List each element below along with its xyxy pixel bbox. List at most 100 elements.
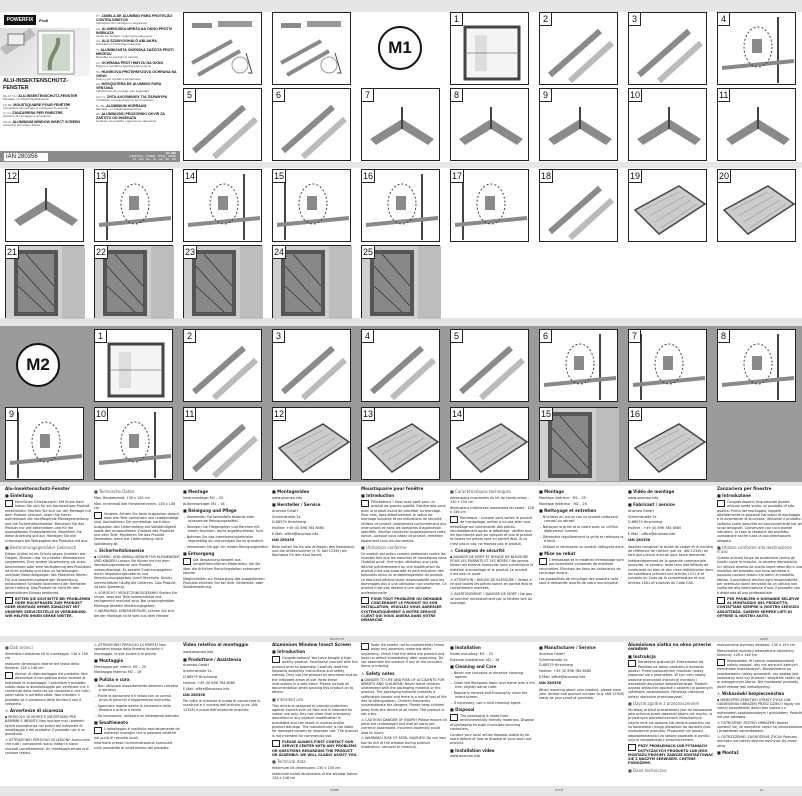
paragraph-text: massime dimensioni interne del telaio de…	[5, 661, 80, 671]
paragraph-text: Montaggio esterno: M2 – 16	[94, 670, 142, 675]
paragraph: Außenmontage: M2 – 16	[183, 502, 269, 506]
step-number: 16	[629, 408, 643, 421]
section-heading: ■ Einleitung	[5, 494, 91, 498]
step-illustration	[548, 185, 615, 241]
paragraph-text: Innenmontage: M1 – 25	[183, 495, 224, 500]
paragraph-text: ▪ LEBENS- UND UNFALLGEFAHR FÜR KLEINKIND…	[94, 554, 180, 589]
page-seam	[0, 162, 802, 168]
bold-notice-text: POUR TOUT PROBLÈME OU DEMANDE CONCERNANT…	[361, 596, 443, 623]
product-image	[0, 28, 90, 76]
step-number: 9	[6, 408, 18, 421]
paragraph-text: Niniejszy artykuł przewidziany jest do s…	[628, 707, 713, 742]
paragraph: E-Mail : office@anomeo.info	[628, 532, 714, 536]
section-heading: ■ Montagevideo	[272, 489, 358, 494]
step-illustration	[459, 345, 526, 401]
paragraph: www.anomeo.info	[450, 754, 536, 758]
paragraph-text: The packaging is made from environmental…	[450, 714, 535, 731]
step-panel: 7	[628, 329, 707, 402]
cover-panel: POWERFIX Profi ALU-INSEKTENSCHUTZ-FENSTE…	[0, 12, 180, 162]
paragraph-text: L'imballaggio è costituito esclusivament…	[94, 726, 180, 740]
paragraph-text: Schelmstraße 2x	[539, 657, 568, 662]
step-panel: 19	[628, 169, 707, 242]
section-heading-text: ■ Introduzione	[717, 493, 751, 499]
step-panel: 13	[94, 169, 173, 242]
section-heading-text: ■ Introduction	[361, 493, 395, 499]
country-codes: ES	[96, 82, 101, 87]
window-screen-illustration	[0, 28, 75, 75]
paragraph-text: ⚠ ATTENZIONE! PERICOLO DI LESIONI! Assic…	[5, 738, 91, 756]
paragraph-text: maximum inside dimensions of the window …	[272, 771, 358, 781]
list-item: – Verwenden Sie ggf. ein mildes Reinigun…	[183, 545, 269, 549]
section-heading-text: ■ Reinigung und Pflege	[183, 507, 237, 513]
step-number: 24	[273, 246, 287, 259]
section-heading-text: ■ Instrukcja	[628, 653, 656, 659]
paragraph: Max. Innenmaß des Fensterrahmens: 126 x …	[94, 502, 180, 511]
column-title: Aluminium Window Insect Screen	[272, 642, 358, 647]
language-subtitle: Szerelési és biztonsági tudnivalók	[96, 42, 142, 47]
country-codes: GR CY	[96, 94, 106, 99]
paragraph: Veuillez conserver le ticket de caisse e…	[628, 545, 714, 558]
column-title-text: Video relativo al montaggio	[183, 642, 249, 647]
step-illustration	[280, 21, 342, 77]
section-heading: ■ Montage	[183, 489, 269, 494]
step-illustration	[107, 342, 165, 398]
step-number: 5	[451, 330, 463, 343]
ga-languages: DE/AT/CH · FR/BE · IT/CH · GB/IE	[129, 153, 176, 158]
paragraph: Remarque : Lorsque vous sortez le produi…	[450, 515, 536, 546]
paragraph-text: Hotline: +49 (0) 896 784 8060	[539, 669, 592, 674]
list-item: – Regularly remove and thoroughly clean …	[450, 691, 536, 700]
ga-languages: PT · HR · HU · SI · CZ · SK · ES	[132, 157, 176, 162]
paragraph: Montaggio per interni: M1 – 25	[94, 665, 180, 669]
language-subtitle: Istruzioni di montaggio e avvertenze	[3, 114, 52, 119]
text-column: Aluminiowa siatka na okno przeciw owadom…	[628, 642, 714, 775]
step-illustration	[463, 25, 521, 81]
step-panel: 20	[717, 169, 796, 242]
column-title-text: Aluminiowa siatka na okno przeciw owadom	[628, 642, 712, 652]
section-heading-text: ■ Pulizia e cura	[94, 676, 130, 682]
paragraph: Indépendamment de la garantie commercial…	[628, 559, 714, 585]
step-panel: 14	[450, 407, 529, 480]
list-item-text: – Verwenden Sie ggf. ein mildes Reinigun…	[184, 544, 269, 549]
page-seam-bottom	[0, 786, 802, 796]
step-panel: 18	[539, 169, 618, 242]
paragraph-text: Informarsi presso l'amministrazione comu…	[94, 741, 173, 750]
paragraph-text: ⚠ OSTRZEŻENIE! ZAGROŻENIE ŻYCIA! Podczas…	[717, 735, 797, 748]
paragraph: Bitte halten Sie für alle Anfragen den K…	[272, 545, 358, 558]
product-title: ALU-INSEKTENSCHUTZ-FENSTER	[3, 78, 69, 91]
list-item: – Démontez régulièrement la grille et ne…	[539, 535, 625, 544]
step-illustration	[277, 423, 351, 473]
section-heading-text: ■ Installation	[450, 645, 481, 650]
bold-notice-text: PRZY PROBLEMACH LUB PYTANIACH DOTYCZĄCYC…	[628, 744, 714, 766]
page-footer: GB/IE	[760, 637, 769, 641]
list-item-text: – Non utilizzare assolutamente detersivi…	[95, 683, 179, 692]
section-heading: ■ Smaltimento	[94, 721, 180, 725]
paragraph: www.anomeo.info	[628, 496, 714, 500]
list-item-text: – Clean the fibreglass fabric and frame …	[451, 680, 536, 690]
step-number: 15	[273, 170, 287, 183]
step-panel: 24	[272, 245, 352, 319]
step-illustration	[365, 174, 439, 240]
step-number: 7	[362, 89, 374, 102]
paragraph-text: ⚠ WARNING! RISK OF FATAL INJURIES! Do no…	[361, 736, 447, 750]
step-number: 8	[451, 89, 463, 102]
paragraph-text: Anomeo GmbH	[183, 663, 209, 668]
paragraph: Hotline : +49 (0) 896 784 8060	[628, 526, 714, 530]
info-icon	[361, 596, 369, 604]
bold-notice-text: IAN 280356	[183, 692, 206, 697]
step-number: 3	[273, 330, 285, 343]
step-panel: 8	[717, 329, 796, 402]
step-number: 10	[95, 408, 109, 421]
paragraph-text: www.anomeo.info	[628, 495, 659, 500]
section-heading-text: ■ Utilizzo conforme alla destinazione d'…	[717, 545, 792, 555]
bold-notice-text: IAN 280356	[628, 538, 651, 543]
paragraph: ⚠ CAUTION! DANGER OF INJURY! Please ensu…	[361, 718, 447, 735]
paragraph: Félicitations ! Vous avez opté pour un p…	[361, 500, 447, 543]
